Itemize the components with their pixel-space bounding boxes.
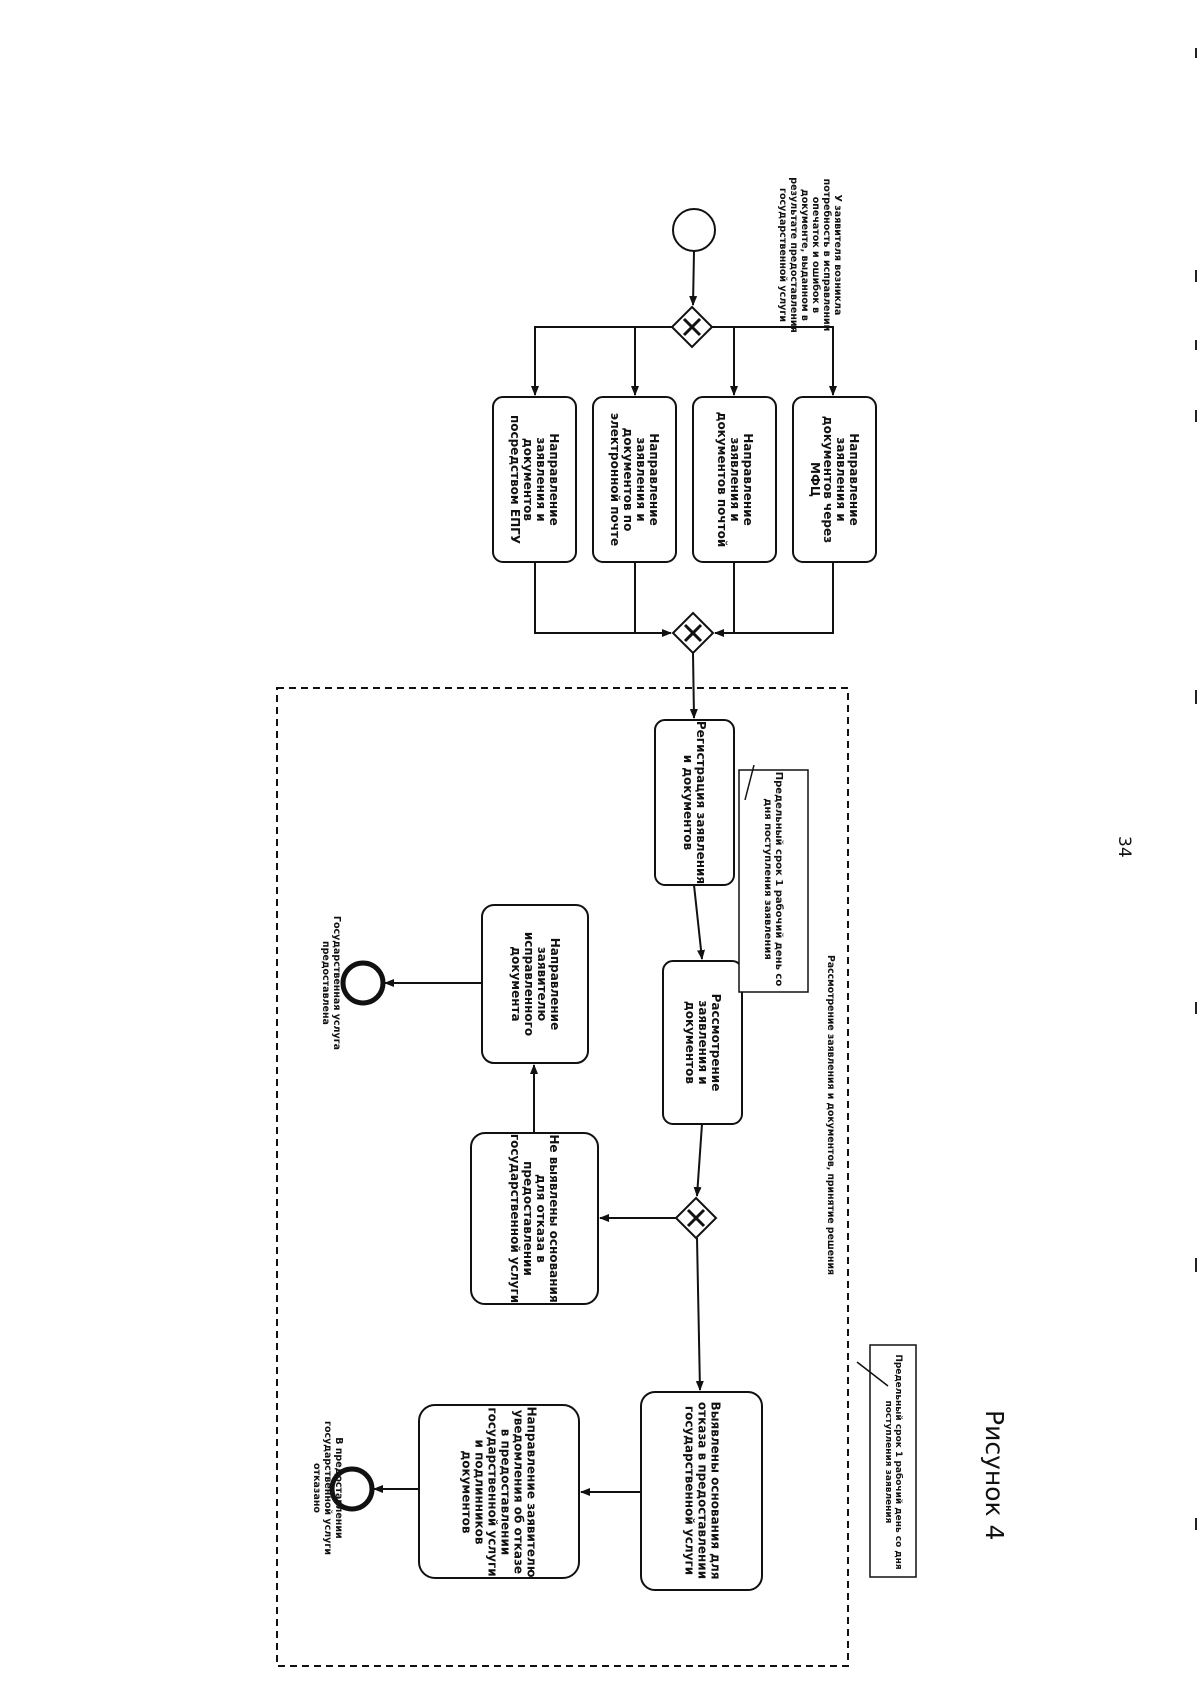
end-event-success-label: Государственная услуга предоставлена: [320, 915, 342, 1051]
scan-edge-mark: [1195, 410, 1197, 422]
annotation-decision-deadline: [869, 1344, 917, 1578]
end-event-success: [340, 960, 386, 1006]
scan-edge-mark: [1195, 48, 1197, 58]
task-no-grounds-label: Не выявлены основания для отказа в предо…: [508, 1133, 562, 1304]
page-number: 34: [1114, 836, 1134, 858]
swimlane-boundary: [276, 687, 849, 1667]
task-grounds-found-label: Выявлены основания для отказа в предоста…: [682, 1401, 723, 1580]
annotation-registration-deadline: [738, 769, 809, 993]
annotation-registration-deadline-label: Предельный срок 1 рабочий день со дня по…: [762, 771, 784, 987]
task-via-mfc-label: Направление заявления и документов через…: [808, 415, 862, 544]
merge-gateway: [671, 611, 715, 655]
task-via-mfc: [792, 396, 877, 563]
scan-edge-mark: [1195, 1518, 1197, 1530]
end-event-refusal-label: В предоставлении государственной услуги …: [311, 1420, 345, 1555]
annotation-registration-connector: [744, 764, 755, 801]
scan-edge-mark: [1195, 270, 1197, 282]
start-event-label: У заявителя возникла потребность в испра…: [777, 177, 843, 333]
sequence-flows: [373, 250, 837, 1496]
figure-caption: Рисунок 4: [980, 1410, 1009, 1541]
end-event-refusal: [329, 1466, 375, 1512]
task-by-email-label: Направление заявления и документов по эл…: [608, 412, 662, 547]
scan-edge-mark: [1195, 690, 1197, 704]
annotation-decision-connector: [856, 1361, 889, 1387]
annotation-decision-deadline-label: Предельный срок 1 рабочий день со дня по…: [883, 1354, 903, 1570]
task-registration-label: Регистрация заявления и документов: [681, 720, 709, 885]
task-via-epgu-label: Направление заявления и документов посре…: [508, 414, 562, 545]
task-send-corrected-label: Направление заявителю исправленного доку…: [509, 931, 562, 1037]
start-event: [672, 208, 716, 252]
task-send-refusal-label: Направление заявителю уведомления об отк…: [459, 1406, 539, 1578]
swimlane-title: Рассмотрение заявления и документов, при…: [825, 955, 836, 1275]
scan-edge-mark: [1195, 340, 1197, 350]
scan-edge-mark: [1195, 1002, 1197, 1014]
task-review-label: Рассмотрение заявления и документов: [683, 993, 723, 1092]
task-by-post-label: Направление заявления и документов почто…: [715, 411, 755, 548]
decision-gateway: [674, 1196, 718, 1240]
task-send-refusal: [418, 1404, 580, 1579]
task-review: [662, 960, 743, 1125]
scan-edge-mark: [1195, 1258, 1197, 1272]
split-gateway: [670, 305, 714, 349]
